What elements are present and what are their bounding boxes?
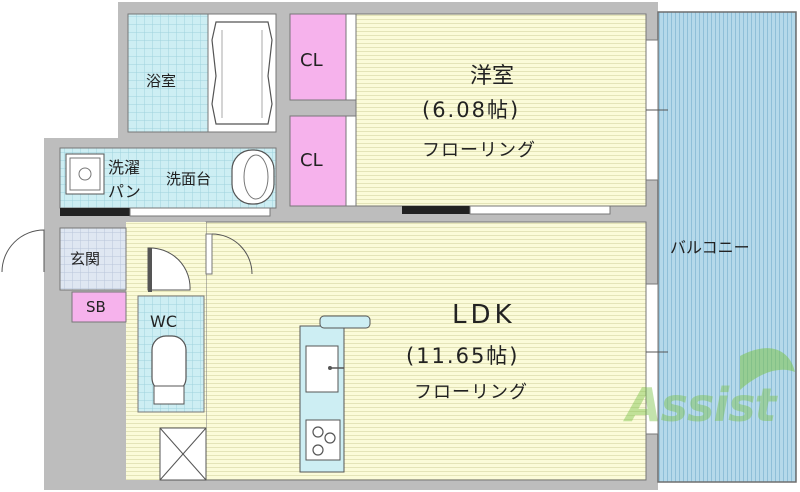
closet-top-label: CL (300, 50, 323, 71)
entrance (59, 227, 127, 291)
washbasin (231, 149, 275, 205)
balcony-label: バルコニー (670, 238, 750, 257)
watermark-leaf (740, 348, 795, 390)
balcony (657, 11, 797, 483)
ldk-size: (11.65帖) (406, 344, 520, 368)
toilet-door (147, 247, 191, 291)
western-room (355, 13, 647, 207)
entrance-door (1, 229, 45, 273)
bathtub (211, 21, 273, 125)
ldk-name: LDK (452, 300, 516, 330)
toilet-bowl (151, 335, 187, 393)
ldk-room (205, 221, 647, 481)
washbasin-label: 洗面台 (166, 170, 212, 188)
watermark: Assist (626, 378, 776, 432)
laundry-pan-label-1: 洗濯 (108, 158, 141, 177)
laundry-pan-label-2: パン (108, 182, 141, 201)
shoe-box (71, 291, 127, 323)
closet-bottom-label: CL (300, 150, 323, 171)
ldk-floor: フローリング (414, 382, 528, 403)
laundry-pan (65, 153, 105, 195)
kitchen-sink (305, 345, 339, 393)
shoe-box-label: SB (86, 298, 106, 316)
bathroom-label: 浴室 (146, 72, 177, 90)
western-room-floor: フローリング (422, 140, 536, 161)
western-room-name: 洋室 (470, 64, 515, 89)
entrance-label: 玄関 (70, 250, 101, 268)
toilet-label: WC (150, 312, 177, 331)
closet-bottom (289, 115, 347, 207)
western-room-size: (6.08帖) (422, 98, 521, 122)
closet-top (289, 13, 347, 101)
